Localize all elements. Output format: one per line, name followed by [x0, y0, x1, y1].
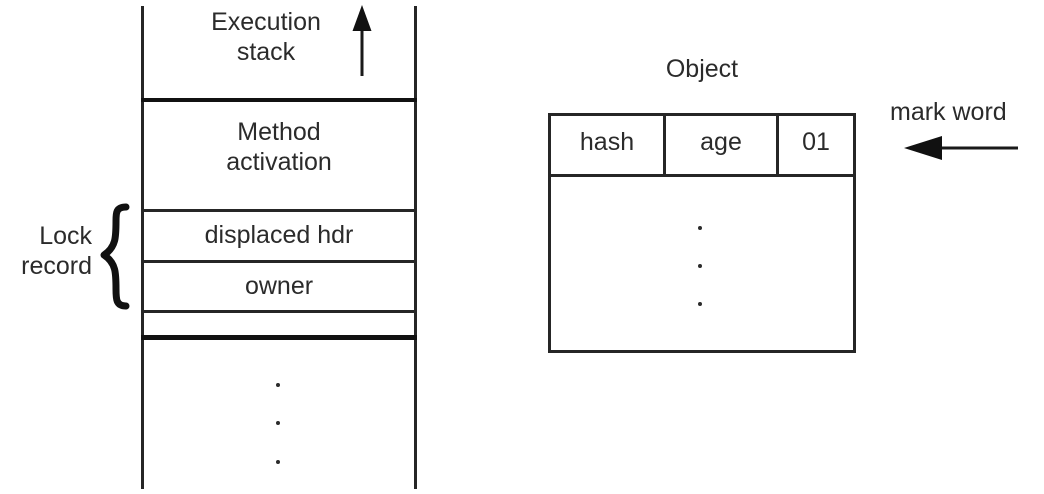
object-border-bottom [548, 350, 856, 353]
object-cell-age: age [700, 128, 742, 156]
object-title: Object [665, 55, 739, 83]
stack-right-border [414, 6, 417, 489]
stack-divider-frame-bottom [141, 335, 417, 340]
object-divider-hash-age [663, 113, 666, 177]
stack-ellipsis-dot [276, 421, 280, 425]
stack-row-displaced-hdr: displaced hdr [204, 221, 354, 249]
arrow-left-icon [900, 134, 1020, 162]
stack-ellipsis-dot [276, 383, 280, 387]
stack-divider-hdr-bottom [141, 260, 417, 263]
stack-ellipsis-dot [276, 460, 280, 464]
stack-divider-method-bottom [141, 209, 417, 212]
stack-row-owner: owner [244, 272, 314, 300]
object-border-left [548, 113, 551, 353]
object-ellipsis-dot [698, 226, 702, 230]
stack-row-method-activation: Method activation [141, 118, 417, 177]
lock-record-label: Lock record [0, 222, 92, 281]
object-ellipsis-dot [698, 264, 702, 268]
stack-divider-execution-bottom [141, 98, 417, 102]
stack-left-border [141, 6, 144, 489]
lock-record-label-line2: record [21, 251, 92, 280]
object-border-right [853, 113, 856, 353]
execution-stack-label-line1: Execution [211, 8, 321, 36]
lock-record-label-line1: Lock [39, 222, 92, 250]
method-activation-line2: activation [226, 147, 332, 176]
mark-word-label: mark word [890, 98, 1007, 126]
object-header-divider [548, 174, 856, 177]
method-activation-line1: Method [237, 118, 321, 146]
object-border-top [548, 113, 856, 116]
curly-brace-icon [96, 203, 132, 311]
object-divider-age-bits [776, 113, 779, 177]
execution-stack-label-line2: stack [236, 37, 296, 66]
object-ellipsis-dot [698, 302, 702, 306]
object-cell-hash: hash [579, 128, 635, 156]
arrow-up-icon [348, 4, 376, 76]
stack-divider-owner-bottom [141, 310, 417, 313]
object-cell-bits: 01 [802, 128, 830, 156]
execution-stack-label: Execution stack [141, 8, 391, 67]
